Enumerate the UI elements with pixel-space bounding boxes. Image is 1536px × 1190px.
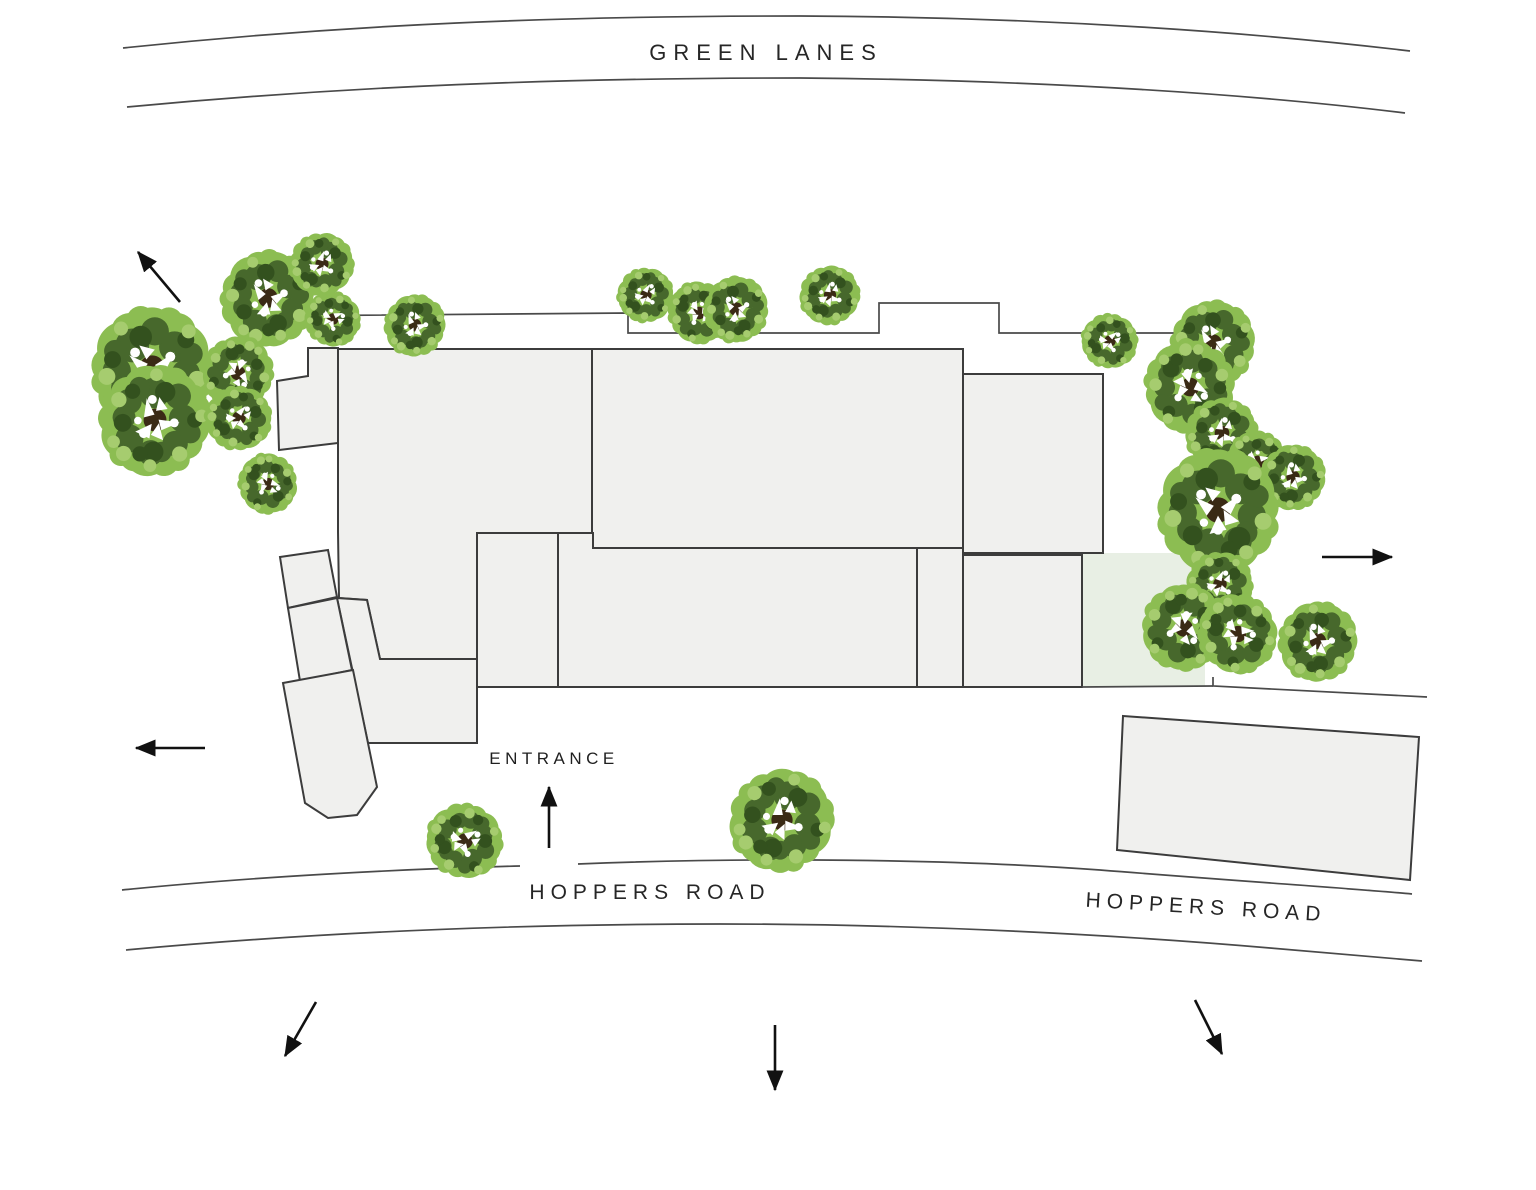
site-boundary-north [267,302,1192,334]
entrance-label: ENTRANCE [489,749,619,768]
hoppers-road-north-edge-east [577,859,1413,895]
buildings-layer [275,347,1421,882]
tree-icon [414,792,514,889]
tree-icon [707,748,854,894]
building-south-band-left [476,532,559,688]
tree-icon [787,254,871,337]
building-north-west-annex [275,347,339,452]
building-south-east-block [962,554,1083,688]
green-lanes-road-label: GREEN LANES [649,40,883,65]
building-gable-block [281,668,379,820]
tree-icon [1262,586,1372,698]
arrow-southwest [283,1001,318,1058]
building-centre-block [591,348,964,549]
green-lanes-north-edge [122,15,1411,52]
tree-icon [1075,308,1143,373]
hoppers-road-label-west: HOPPERS ROAD [529,881,771,904]
green-lanes-south-edge [126,77,1406,114]
building-east-block [962,373,1104,554]
arrows-layer [134,251,1394,1092]
building-south-band-mid [557,532,918,688]
arrow-northwest [137,251,181,303]
roads-boundaries-layer [121,15,1428,962]
building-outbuilding-southeast [1115,714,1421,882]
tree-icon [229,443,306,523]
building-south-band-right [916,547,964,688]
hoppers-road-south-edge [125,923,1423,962]
arrow-southeast [1193,999,1224,1056]
site-boundary-south [1081,685,1214,688]
